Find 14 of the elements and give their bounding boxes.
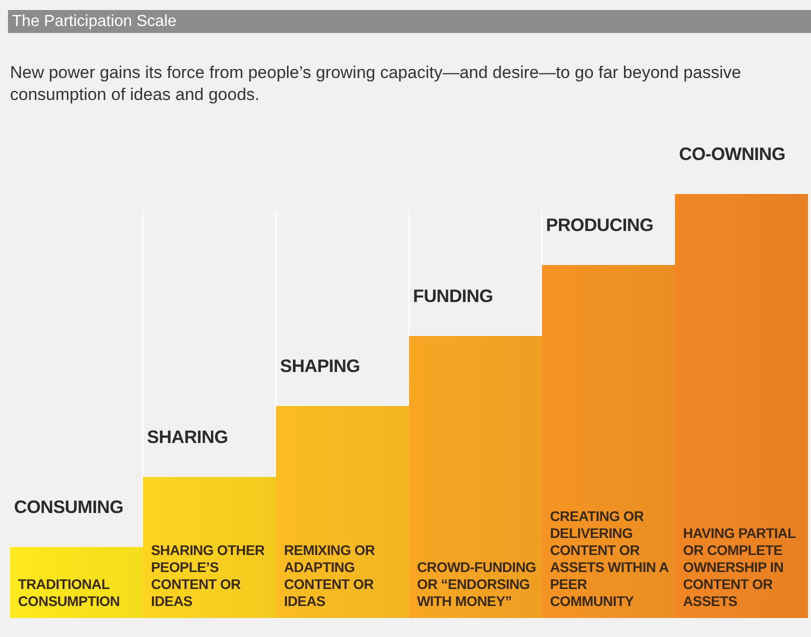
step-description: HAVING PARTIAL OR COMPLETE OWNERSHIP IN CONTENT OR ASSETS bbox=[683, 525, 797, 610]
step-description: CROWD-FUNDING OR “ENDORSING WITH MONEY” bbox=[417, 559, 537, 610]
step-heading: PRODUCING bbox=[546, 215, 654, 236]
step-heading: SHARING bbox=[147, 427, 228, 448]
step-description: SHARING OTHER PEOPLE’S CONTENT OR IDEAS bbox=[151, 542, 266, 610]
title-bar: The Participation Scale bbox=[8, 10, 811, 33]
intro-text: New power gains its force from people’s growing capacity—and desire—to go far beyond passive consumption of ideas and goods. bbox=[10, 62, 742, 106]
step-heading: CONSUMING bbox=[14, 497, 124, 518]
step-heading: CO-OWNING bbox=[679, 144, 786, 165]
step-heading: SHAPING bbox=[280, 356, 360, 377]
step-description: CREATING OR DELIVERING CONTENT OR ASSETS WITHIN A PEER COMMUNITY bbox=[550, 508, 670, 610]
step-description: TRADITIONAL CONSUMPTION bbox=[18, 576, 121, 610]
step-heading: FUNDING bbox=[413, 286, 493, 307]
step-description: REMIXING OR ADAPTING CONTENT OR IDEAS bbox=[284, 542, 376, 610]
